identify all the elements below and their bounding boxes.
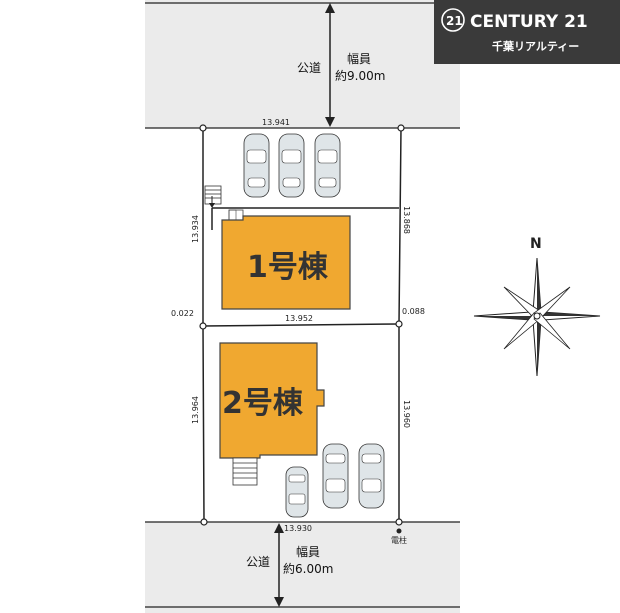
compass-north-label: N <box>530 236 542 252</box>
brand-name: CENTURY 21 <box>470 12 588 32</box>
dim-right-lower: 13.960 <box>402 400 411 428</box>
century21-logo-icon <box>441 8 465 32</box>
north-road-width-value: 約9.00m <box>335 68 385 83</box>
south-road <box>145 522 460 613</box>
dim-right-offset: 0.088 <box>402 307 425 316</box>
south-road-width-arrow <box>274 523 284 607</box>
north-road-width-arrow <box>325 3 335 127</box>
utility-pole-label: 電柱 <box>391 535 407 545</box>
brand-banner: 21 CENTURY 21 千葉リアルティー <box>434 0 620 64</box>
car-parking-lot2-3 <box>285 466 309 518</box>
north-road-width-label: 幅員 <box>347 51 371 66</box>
car-parking-lot1-3 <box>314 133 341 198</box>
dim-north-frontage: 13.941 <box>262 118 290 127</box>
brand-logo-mark: 21 <box>446 14 463 28</box>
north-road-kind: 公道 <box>297 61 321 75</box>
entry-arrow-icon <box>209 196 215 208</box>
south-road-width-value: 約6.00m <box>283 561 333 576</box>
compass-rose-icon <box>473 257 601 377</box>
car-parking-lot1-2 <box>278 133 305 198</box>
boundary-markers <box>199 124 405 526</box>
stairs-lot2 <box>232 457 258 486</box>
stairs-lot1 <box>204 185 222 205</box>
building-1-label: 1号棟 <box>247 250 329 285</box>
south-road-kind: 公道 <box>246 555 270 569</box>
brand-sub: 千葉リアルティー <box>492 39 579 53</box>
dim-left-lower: 13.964 <box>191 396 200 424</box>
dim-middle-boundary: 13.952 <box>285 314 313 323</box>
building-2: 2号棟 <box>219 342 325 486</box>
dim-south-frontage: 13.930 <box>284 524 312 533</box>
utility-pole-icon <box>396 528 402 534</box>
north-road <box>145 0 460 128</box>
dim-right-upper: 13.868 <box>402 206 411 234</box>
south-road-width-label: 幅員 <box>296 544 320 559</box>
dim-left-offset: 0.022 <box>171 309 194 318</box>
building-2-label: 2号棟 <box>222 386 304 421</box>
car-parking-lot2-1 <box>322 443 349 509</box>
dim-left-upper: 13.934 <box>191 215 200 243</box>
car-parking-lot1-1 <box>243 133 270 198</box>
building-1: 1号棟 <box>221 209 351 310</box>
car-parking-lot2-2 <box>358 443 385 509</box>
